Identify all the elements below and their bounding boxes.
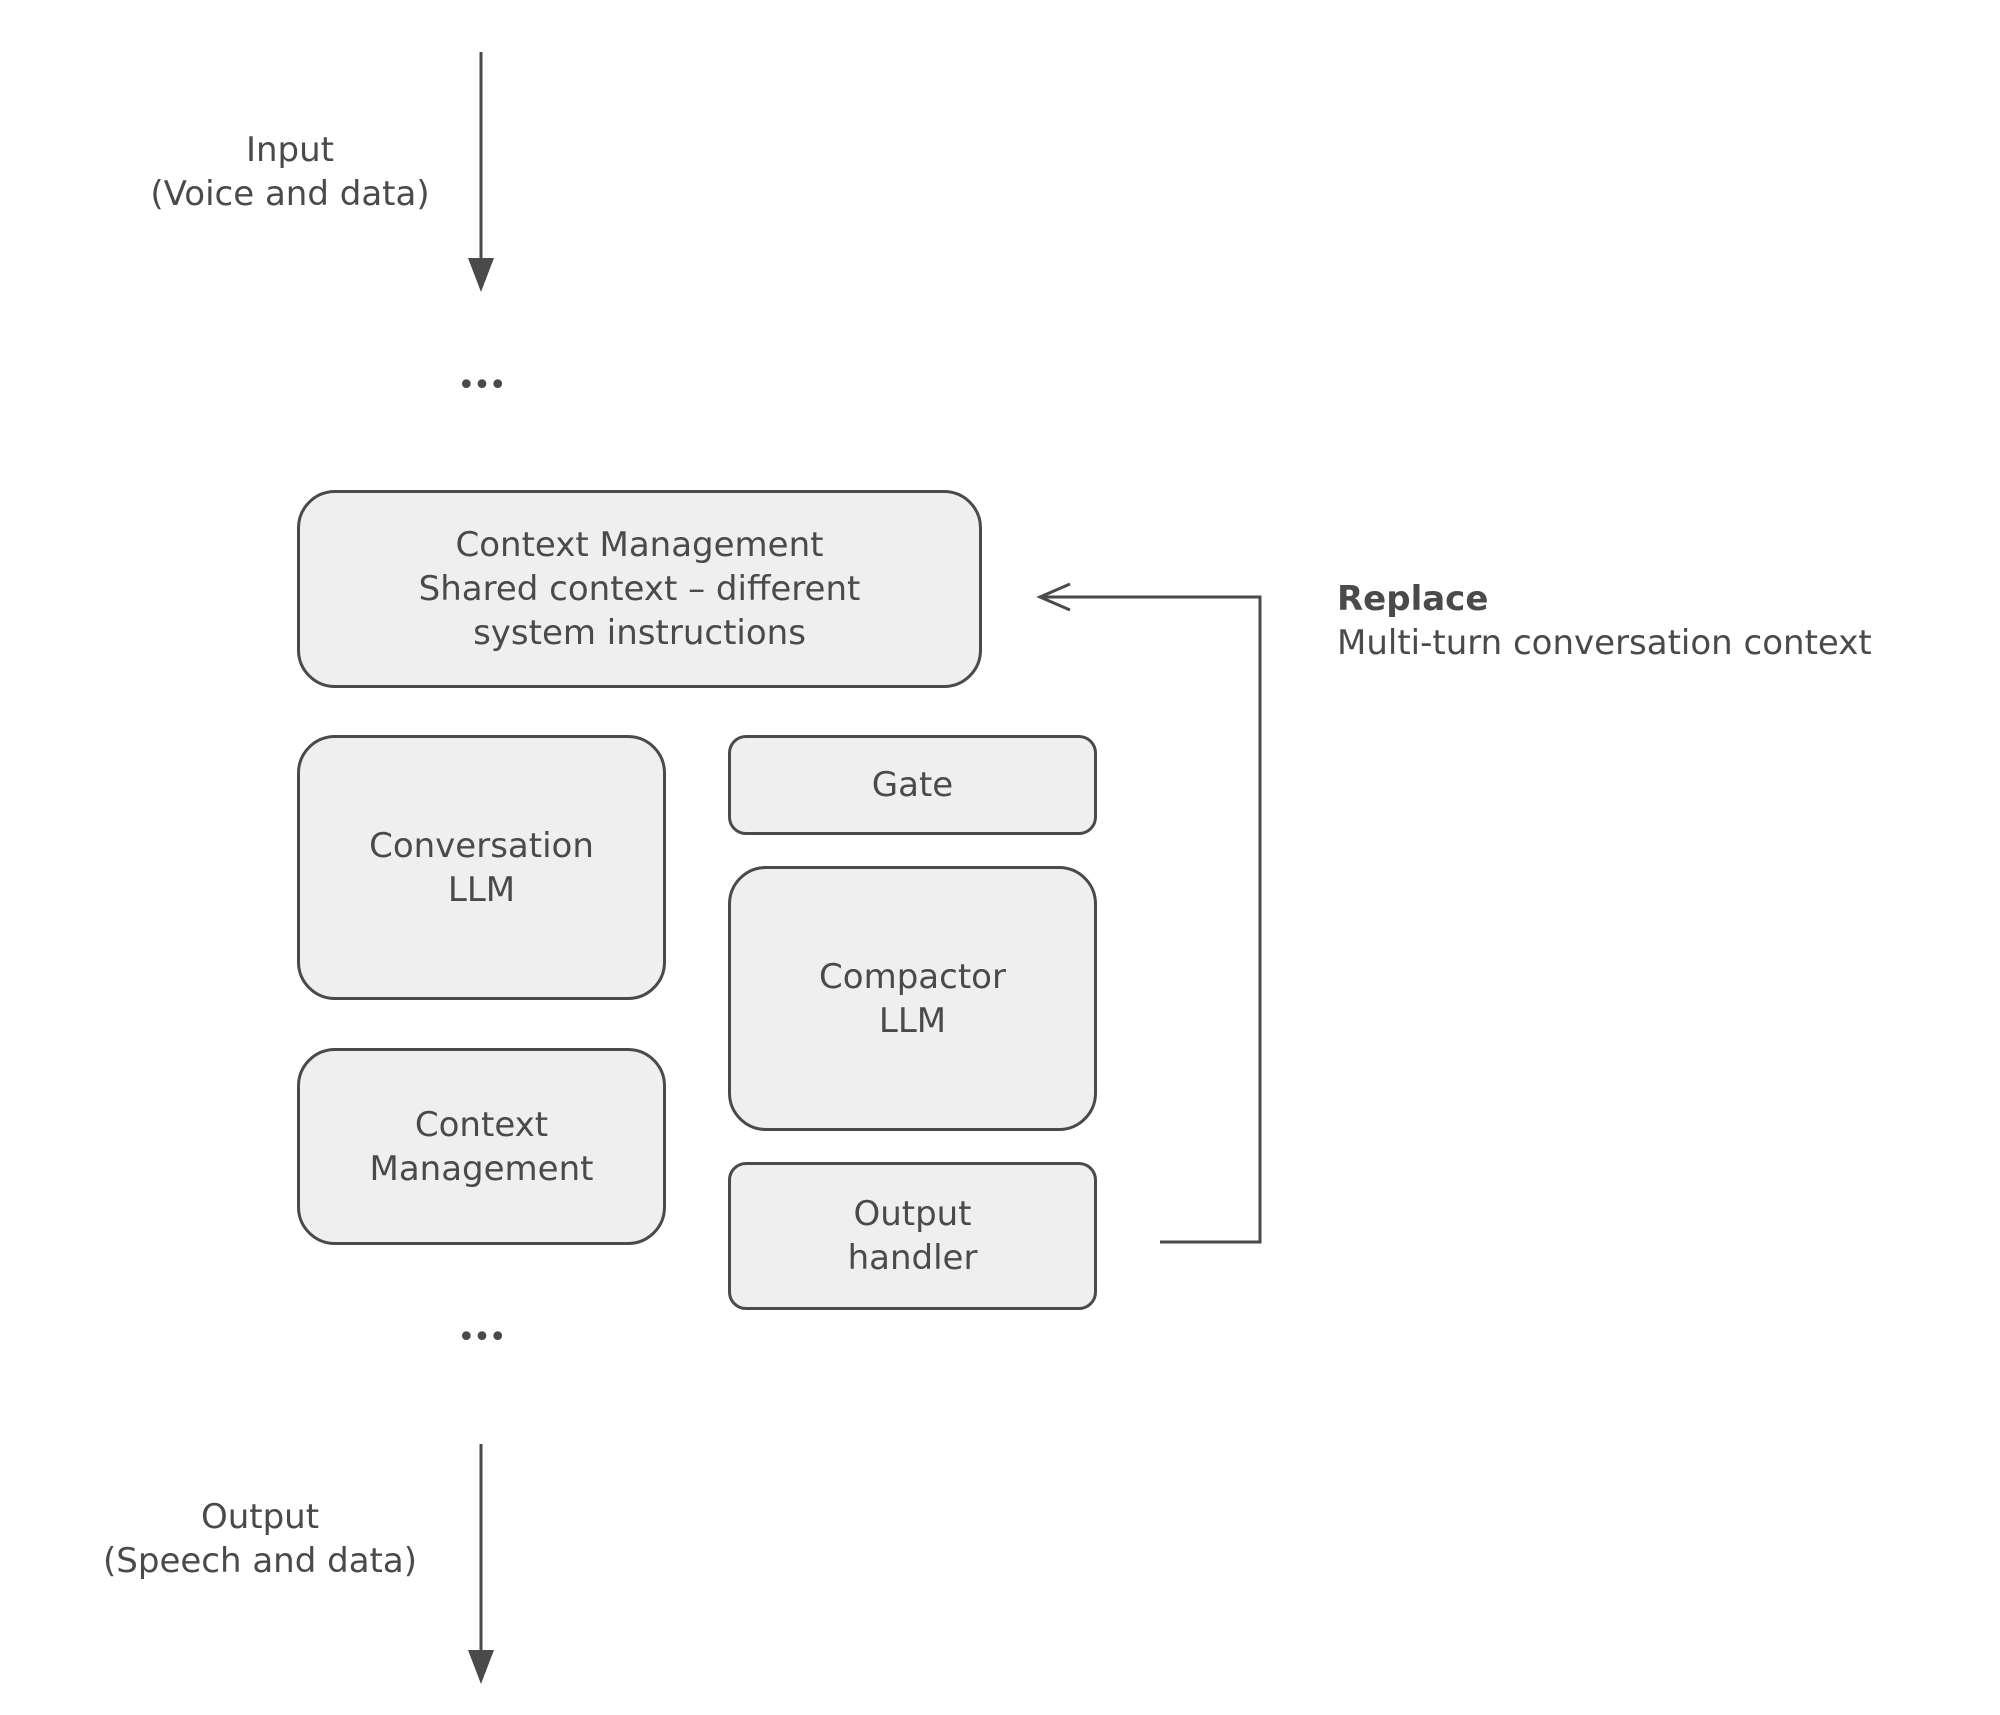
input-label-line2: (Voice and data) — [150, 174, 430, 214]
replace-label: Replace Multi-turn conversation context — [1337, 577, 1872, 665]
output-label: Output (Speech and data) — [90, 1495, 430, 1583]
conversation-llm-line2: LLM — [447, 869, 516, 910]
gate-box: Gate — [728, 735, 1097, 835]
context-management-shared-line2: Shared context – different — [418, 569, 861, 609]
output-label-line1: Output — [200, 1497, 320, 1537]
conversation-llm-line1: Conversation — [369, 825, 594, 866]
compactor-llm-line2: LLM — [878, 1000, 947, 1041]
compactor-llm-line1: Compactor — [819, 956, 1006, 997]
ellipsis-bottom: ••• — [457, 1320, 506, 1355]
context-management-shared-line3: system instructions — [473, 613, 806, 653]
output-handler-line2: handler — [847, 1238, 978, 1278]
input-arrow-head — [468, 258, 494, 292]
output-handler-line1: Output — [853, 1194, 972, 1234]
context-management-line1: Context — [414, 1104, 549, 1145]
replace-label-description: Multi-turn conversation context — [1337, 623, 1872, 663]
context-management-shared-box: Context Management Shared context – diff… — [297, 490, 982, 688]
conversation-llm-box: Conversation LLM — [297, 735, 666, 1000]
context-management-shared-title: Context Management — [455, 525, 824, 565]
replace-feedback-line — [1040, 595, 1262, 1244]
output-arrow-head — [468, 1650, 494, 1684]
output-label-line2: (Speech and data) — [103, 1541, 417, 1581]
ellipsis-top: ••• — [457, 368, 506, 403]
replace-feedback-arrowhead — [1036, 582, 1071, 612]
context-management-line2: Management — [369, 1148, 594, 1189]
compactor-llm-box: Compactor LLM — [728, 866, 1097, 1131]
output-handler-box: Output handler — [728, 1162, 1097, 1310]
gate-label: Gate — [871, 765, 954, 805]
input-label-line1: Input — [245, 130, 335, 170]
input-label: Input (Voice and data) — [140, 128, 440, 216]
context-management-box: Context Management — [297, 1048, 666, 1245]
replace-label-title: Replace — [1337, 579, 1489, 619]
